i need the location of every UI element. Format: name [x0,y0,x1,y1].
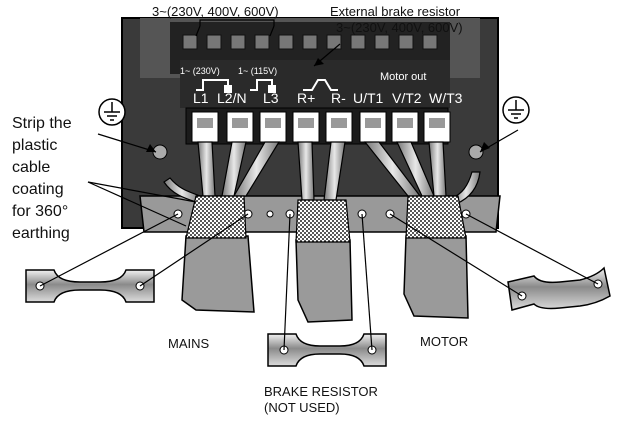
mains-cable [181,235,255,313]
terminal-label-l3: L3 [263,90,279,106]
one-phase-230-label: 1~ (230V) [180,66,220,76]
terminal-label-rplus: R+ [297,90,315,106]
cable-clamp-left [25,269,155,303]
mains-label: MAINS [168,336,210,351]
motor-out-label: Motor out [380,71,426,83]
brake-cable [295,239,353,323]
terminal-blocks [191,111,451,143]
phase-bracket-symbols [196,79,338,93]
strip-line-1: Strip the [12,115,72,132]
strip-line-4: coating [12,181,64,198]
strip-line-3: cable [12,159,50,176]
top-terminal-holes [182,34,438,50]
earth-ground-icon-left [98,98,126,126]
motor-cable [403,235,469,319]
braided-shields [185,195,467,243]
brake-not-used-label: (NOT USED) [264,400,340,415]
cable-clamp-right [507,266,611,311]
strip-line-5: for 360° [12,203,68,220]
earth-screw-right [468,144,484,160]
leader-lines [39,19,599,351]
top-voltage-label: 3~(230V, 400V, 600V) [152,4,279,19]
terminal-label-wt3: W/T3 [429,90,463,106]
terminal-label-ut1: U/T1 [353,90,384,106]
earth-ground-icon-right [502,96,530,124]
strip-line-2: plastic [12,137,57,154]
external-brake-label-line2: 3~(230V, 400V, 600V) [336,20,463,35]
strip-cable-note: Strip the plastic cable coating for 360°… [12,115,72,242]
strip-line-6: earthing [12,225,70,242]
terminal-label-l1: L1 [193,90,209,106]
terminal-label-l2n: L2/N [217,90,247,106]
terminal-label-vt2: V/T2 [392,90,422,106]
terminal-label-rminus: R- [331,90,346,106]
one-phase-115-label: 1~ (115V) [238,66,277,76]
arrowhead-earth-right [480,142,490,152]
external-brake-label-line1: External brake resistor [330,4,461,19]
cable-clamp-bottom [267,333,387,367]
brake-resistor-label: BRAKE RESISTOR [264,384,378,399]
cable-bodies [181,235,469,323]
arrowhead-brake [314,58,324,66]
terminal-labels: L1 L2/N L3 R+ R- U/T1 V/T2 W/T3 [193,90,463,106]
motor-label: MOTOR [420,334,468,349]
arrowhead-earth-left [146,144,156,152]
